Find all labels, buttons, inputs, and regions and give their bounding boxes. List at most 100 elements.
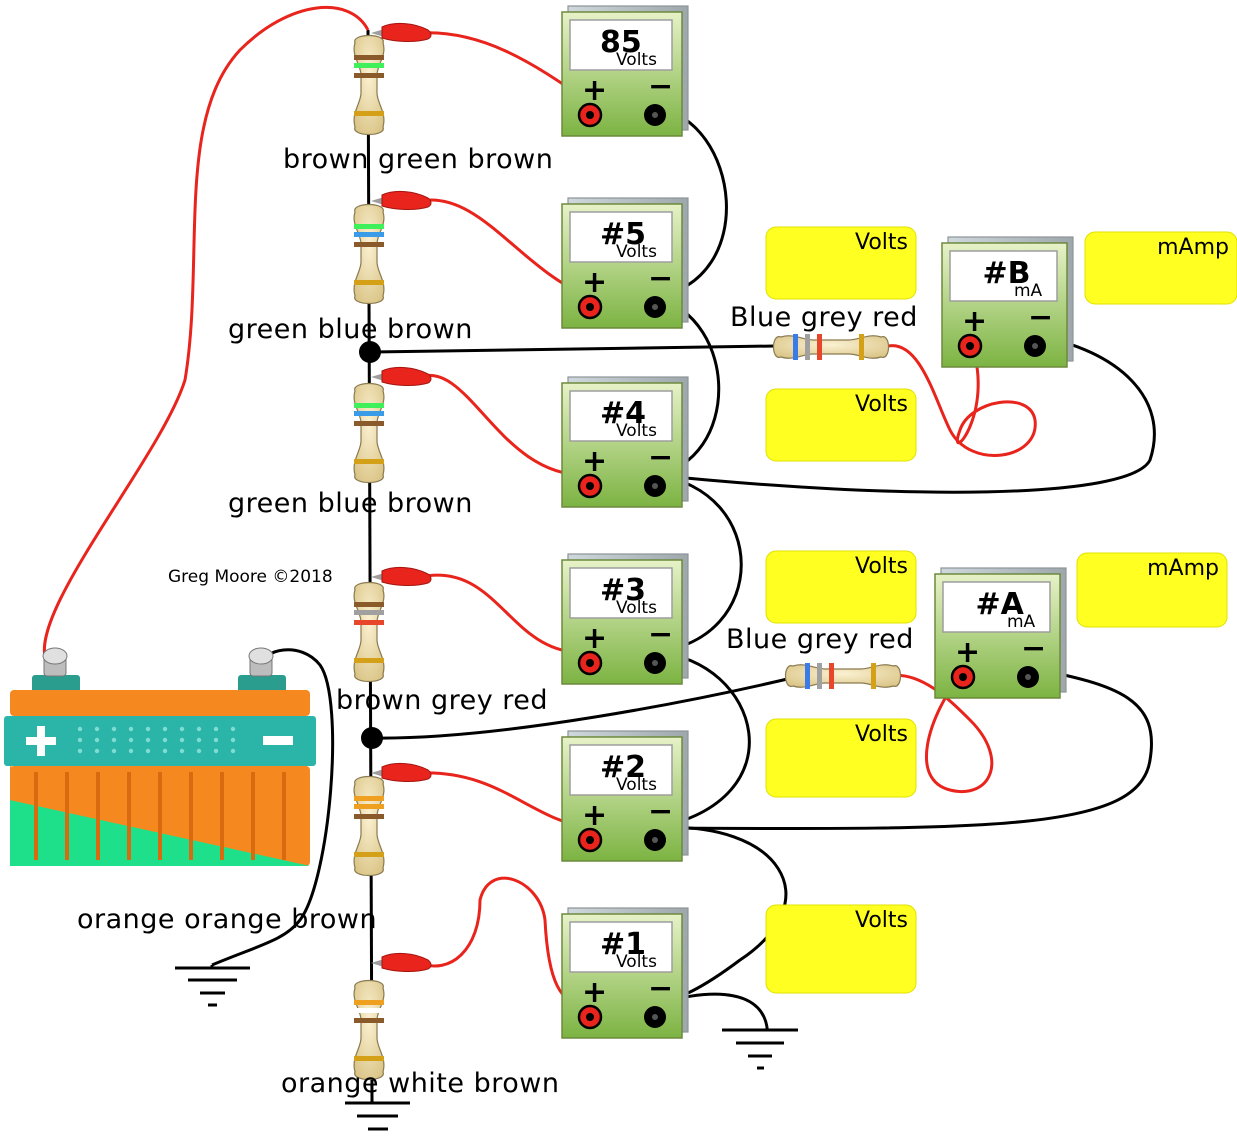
probe-wire-4 xyxy=(419,373,591,477)
branch-resistor xyxy=(772,334,890,360)
resistor-band xyxy=(829,663,834,689)
battery-plus-sign xyxy=(26,726,56,756)
negative-jack[interactable] xyxy=(644,1006,666,1028)
plus-sign: + xyxy=(955,635,980,670)
series-resistor-label: green blue brown xyxy=(228,488,473,519)
series-resistors xyxy=(353,34,385,1081)
answer-box[interactable]: Volts xyxy=(765,388,917,462)
negative-jack[interactable] xyxy=(644,829,666,851)
minus-sign: − xyxy=(648,69,673,104)
branch-b-return-wire xyxy=(654,333,1156,494)
resistor-band xyxy=(805,663,810,689)
series-resistor-label: brown green brown xyxy=(283,144,553,175)
alligator-clip xyxy=(371,762,432,782)
ammeters: #BmA+−#AmA+− xyxy=(934,236,1074,699)
voltmeter-id: #3 xyxy=(600,573,646,608)
negative-jack[interactable] xyxy=(644,296,666,318)
positive-jack[interactable] xyxy=(577,1004,603,1030)
voltmeter-id: #2 xyxy=(600,750,646,785)
answer-box[interactable]: Volts xyxy=(765,550,917,624)
plus-sign: + xyxy=(582,798,607,833)
resistor-tolerance-band xyxy=(354,111,384,116)
plus-sign: + xyxy=(582,444,607,479)
resistor-band xyxy=(354,1000,384,1005)
plus-sign: + xyxy=(582,621,607,656)
answer-box-unit: Volts xyxy=(855,392,908,417)
ground-symbol-chain xyxy=(345,1100,410,1131)
series-wire xyxy=(366,29,374,1101)
series-resistor-label: brown grey red xyxy=(336,685,548,716)
voltmeter-id: #1 xyxy=(600,927,646,962)
battery xyxy=(4,647,316,866)
resistor-band xyxy=(354,814,384,819)
ammeter: #AmA+− xyxy=(934,567,1067,699)
resistor-tolerance-band xyxy=(354,658,384,663)
minus-sign: − xyxy=(648,971,673,1006)
minus-sign: − xyxy=(648,617,673,652)
answer-box-unit: mAmp xyxy=(1157,235,1229,260)
plus-sign: + xyxy=(582,975,607,1010)
series-resistor-label: orange orange brown xyxy=(77,904,377,935)
negative-jack[interactable] xyxy=(1017,666,1039,688)
resistor-band xyxy=(793,334,798,360)
ammeter-unit: mA xyxy=(1007,612,1036,632)
resistor-band xyxy=(354,1018,384,1023)
answer-box[interactable]: mAmp xyxy=(1084,231,1237,305)
answer-box-unit: Volts xyxy=(855,230,908,255)
answer-box-unit: Volts xyxy=(855,722,908,747)
negative-jack[interactable] xyxy=(644,652,666,674)
minus-sign: − xyxy=(648,794,673,829)
positive-jack[interactable] xyxy=(577,473,603,499)
voltmeter-unit: Volts xyxy=(616,775,657,795)
copyright-credit: Greg Moore ©2018 xyxy=(168,567,333,587)
ground-symbol-battery xyxy=(175,965,250,1007)
ground-symbol-meter xyxy=(722,1027,798,1070)
negative-jack[interactable] xyxy=(644,104,666,126)
branch-a-return-wire xyxy=(654,666,1153,831)
series-resistor xyxy=(353,203,385,305)
branch-resistor-label: Blue grey red xyxy=(726,624,914,655)
answer-box[interactable]: Volts xyxy=(765,904,917,994)
answer-box[interactable]: mAmp xyxy=(1076,552,1228,628)
minus-sign: − xyxy=(648,440,673,475)
battery-negative-wire xyxy=(211,648,335,967)
resistor-band xyxy=(354,63,384,68)
neg-wire-3-to-2 xyxy=(654,650,751,830)
voltmeter-unit: Volts xyxy=(616,421,657,441)
positive-jack[interactable] xyxy=(577,294,603,320)
positive-jack[interactable] xyxy=(950,664,976,690)
resistor-band xyxy=(354,55,384,60)
positive-jack[interactable] xyxy=(577,102,603,128)
branch-a-wire-left xyxy=(371,674,801,740)
neg-wire-4-to-3 xyxy=(654,473,743,654)
positive-jack[interactable] xyxy=(577,827,603,853)
positive-jack[interactable] xyxy=(957,333,983,359)
resistor-band xyxy=(354,403,384,408)
junction-dot-b xyxy=(359,341,381,363)
resistor-band xyxy=(354,804,384,809)
answer-box[interactable]: Volts xyxy=(765,718,917,798)
alligator-clip xyxy=(371,190,432,210)
branch-resistor-label: Blue grey red xyxy=(730,302,918,333)
resistor-band xyxy=(354,232,384,237)
positive-jack[interactable] xyxy=(577,650,603,676)
answer-box-unit: Volts xyxy=(855,908,908,933)
negative-jack[interactable] xyxy=(1024,335,1046,357)
resistor-band xyxy=(817,663,822,689)
alligator-clip xyxy=(371,22,432,42)
resistor-band xyxy=(354,620,384,625)
voltmeter-unit: Volts xyxy=(616,242,657,262)
voltmeter-id: #4 xyxy=(600,396,646,431)
negative-jack[interactable] xyxy=(644,475,666,497)
ammeter: #BmA+− xyxy=(941,236,1074,368)
resistor-tolerance-band xyxy=(354,1056,384,1061)
answer-box[interactable]: Volts xyxy=(765,226,917,300)
branch-b-wire-left xyxy=(371,344,776,354)
alligator-clip xyxy=(371,366,432,386)
battery-ribs xyxy=(34,772,286,860)
